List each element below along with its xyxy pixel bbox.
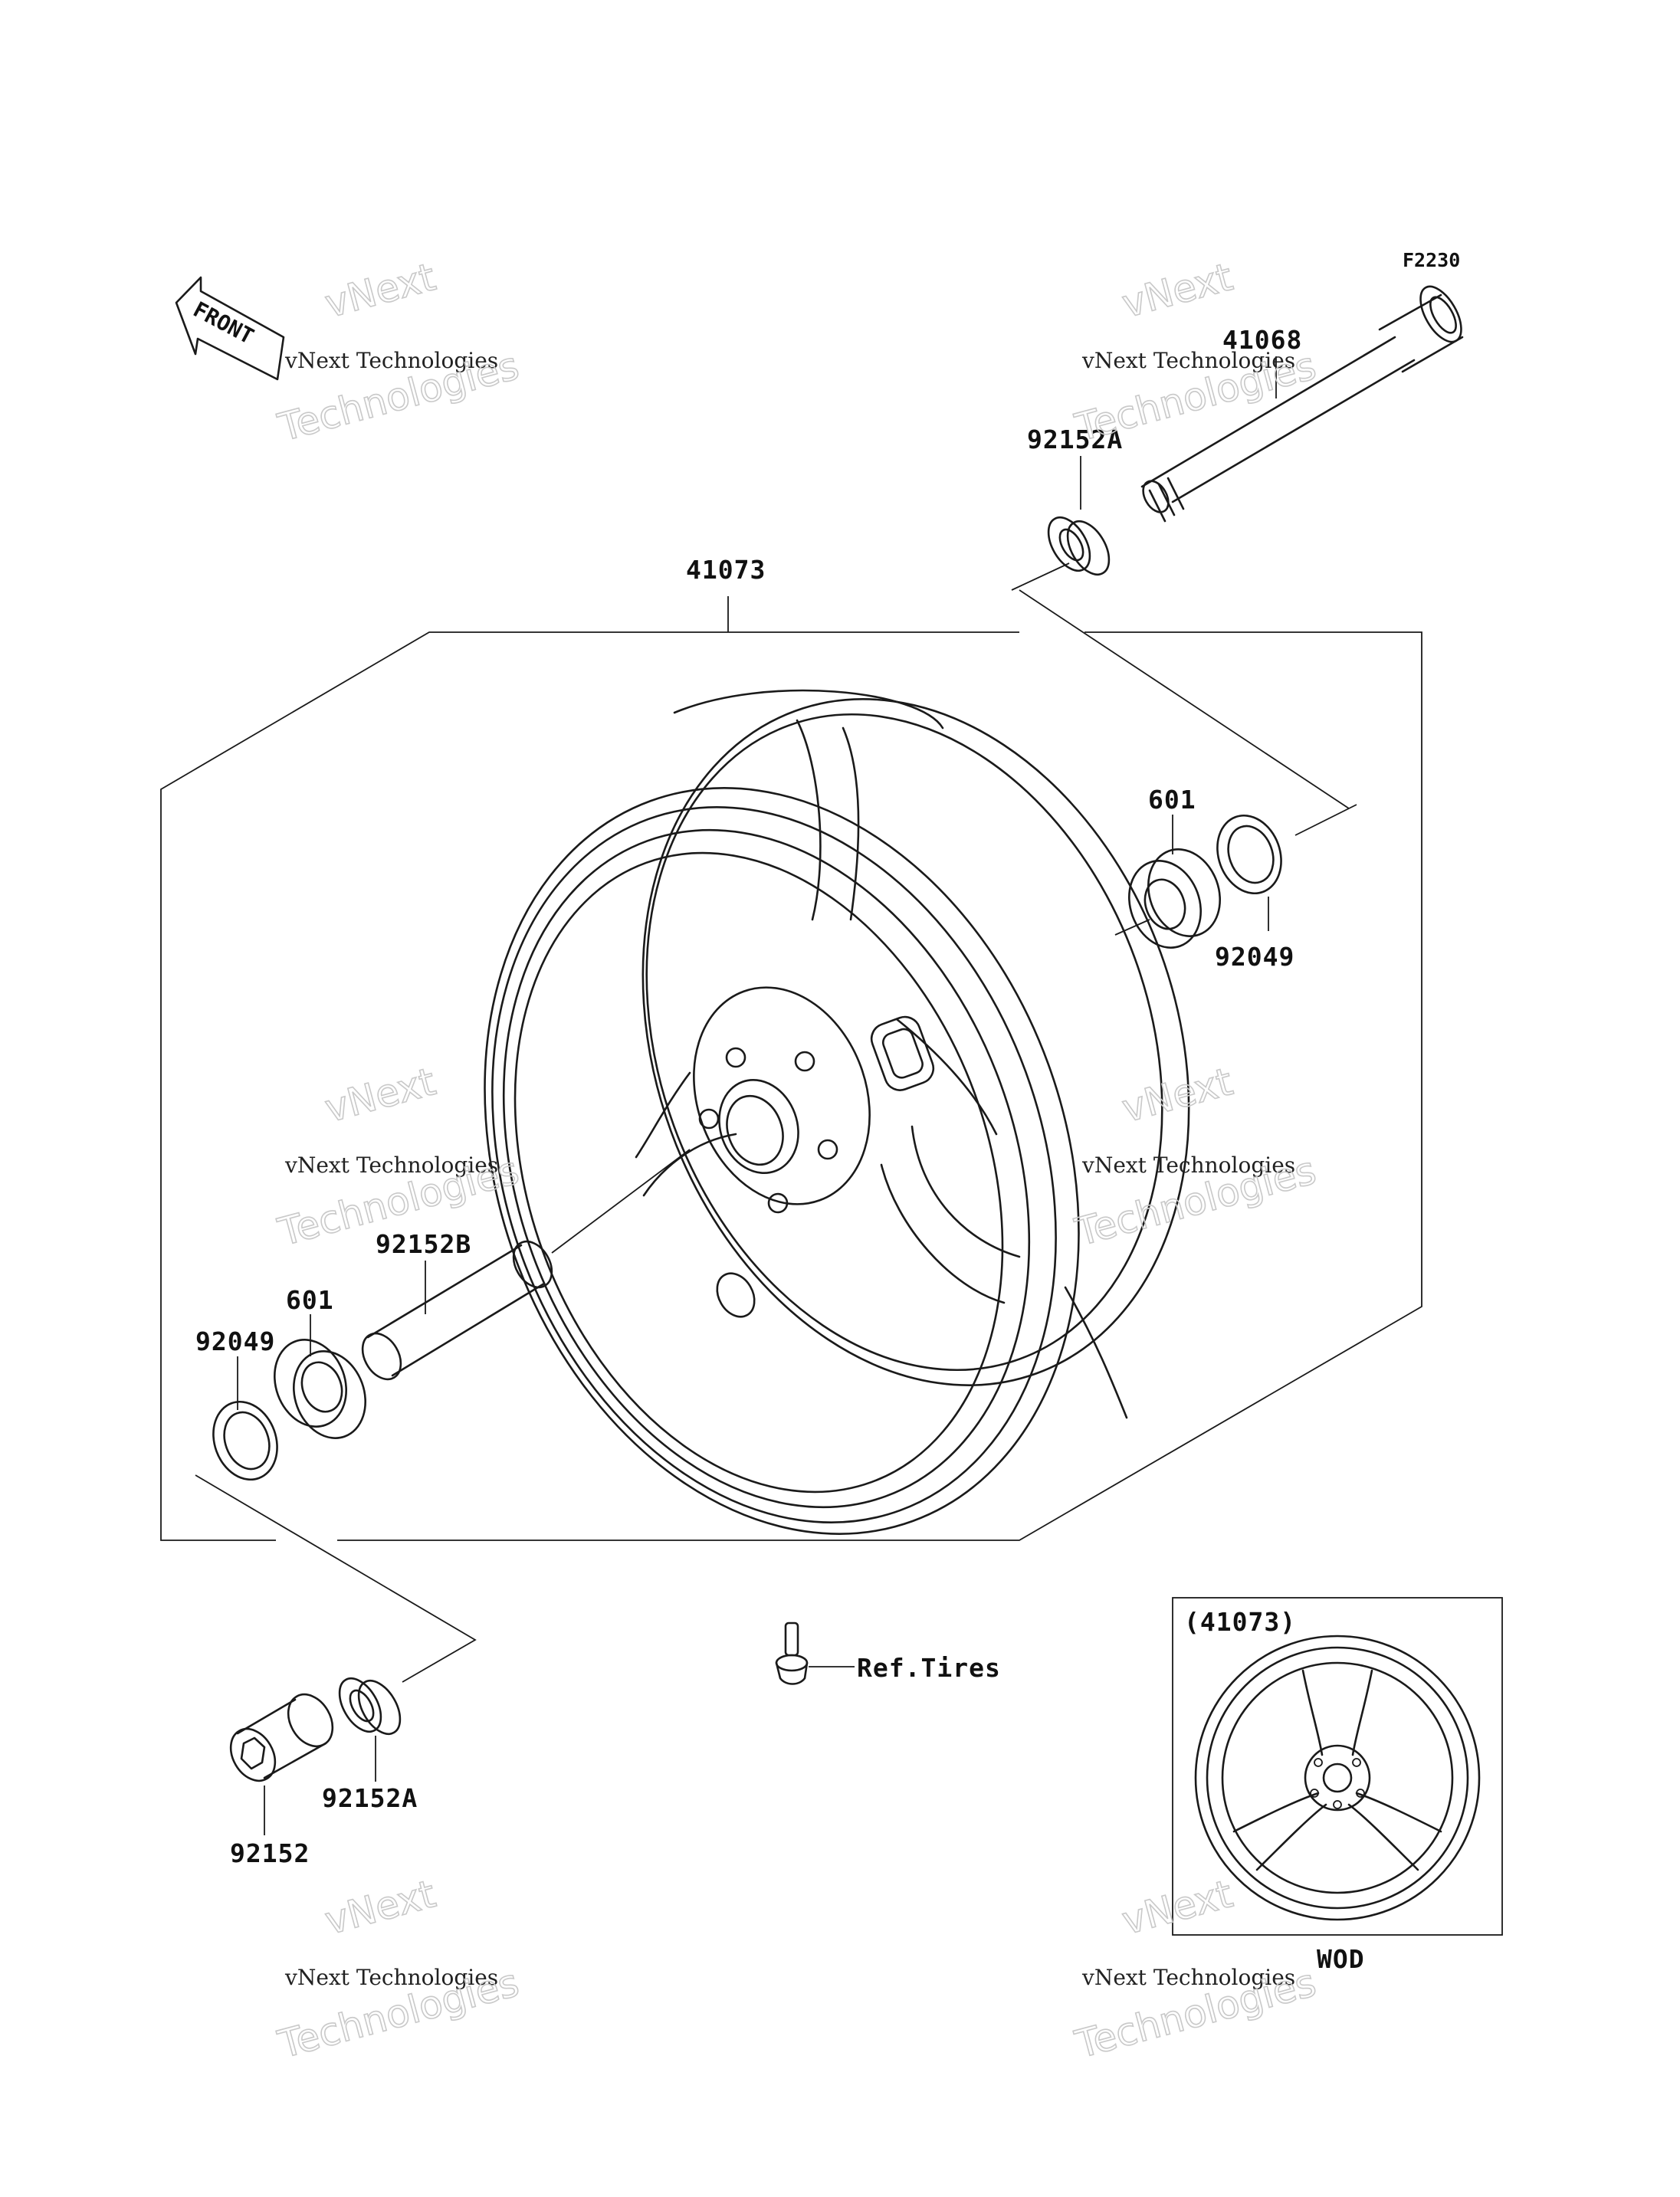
svg-text:vNext Technologies: vNext Technologies [284, 1965, 498, 1990]
label-collar-top: 92152A [1027, 425, 1123, 454]
svg-text:vNext Technologies: vNext Technologies [1081, 1965, 1295, 1990]
svg-text:vNext: vNext [320, 254, 440, 326]
label-axle: 41068 [1222, 325, 1302, 355]
label-wheel: 41073 [686, 555, 766, 585]
svg-text:vNext Technologies: vNext Technologies [284, 348, 498, 373]
watermark: vNext vNext Technologies Technologies [1070, 1871, 1321, 2067]
front-arrow-icon: FRONT [175, 276, 285, 381]
svg-text:vNext: vNext [1117, 1059, 1237, 1131]
label-collar-nut: 92152 [230, 1838, 310, 1868]
label-bearing-left: 601 [286, 1285, 334, 1315]
watermark: vNext vNext Technologies Technologies [273, 254, 524, 451]
wheel-spokes [635, 719, 1021, 1304]
collar-nut [229, 1693, 334, 1782]
seal-left [212, 1400, 278, 1481]
inset-caption: WOD [1317, 1944, 1365, 1974]
label-valve-ref: Ref.Tires [857, 1653, 1001, 1683]
svg-text:vNext: vNext [320, 1871, 440, 1943]
seal-right [1216, 814, 1282, 895]
label-bearing-right: 601 [1148, 785, 1196, 815]
inset-title: (41073) [1184, 1607, 1296, 1637]
inset-box: (41073) [1172, 1597, 1503, 1936]
svg-text:vNext Technologies: vNext Technologies [1081, 348, 1295, 373]
label-seal-right: 92049 [1215, 942, 1294, 972]
diagram-ref-code: F2230 [1403, 249, 1460, 271]
collar-top [1047, 516, 1111, 575]
collar-bottom [338, 1677, 402, 1735]
label-spacer: 92152B [376, 1229, 471, 1259]
assembly-frame [160, 562, 1422, 1541]
watermark: vNext vNext Technologies Technologies [273, 1058, 524, 1255]
watermark: vNext vNext Technologies Technologies [1070, 254, 1321, 451]
bearing-left [273, 1339, 367, 1439]
wheel-rim [484, 689, 1190, 1535]
svg-text:vNext Technologies: vNext Technologies [284, 1153, 498, 1178]
label-collar-bottom: 92152A [322, 1783, 418, 1813]
svg-text:vNext: vNext [1117, 254, 1237, 326]
svg-text:vNext Technologies: vNext Technologies [1081, 1153, 1295, 1178]
wheel-hub [693, 986, 935, 1318]
watermark: vNext vNext Technologies Technologies [273, 1871, 524, 2067]
valve-icon [775, 1622, 809, 1685]
axle [1140, 285, 1464, 523]
svg-text:vNext: vNext [320, 1059, 440, 1131]
bearing-right [1127, 848, 1222, 949]
watermark: vNext vNext Technologies Technologies [1070, 1058, 1321, 1255]
label-seal-left: 92049 [195, 1326, 275, 1356]
svg-text:vNext: vNext [1117, 1871, 1237, 1943]
spacer [361, 1240, 553, 1381]
